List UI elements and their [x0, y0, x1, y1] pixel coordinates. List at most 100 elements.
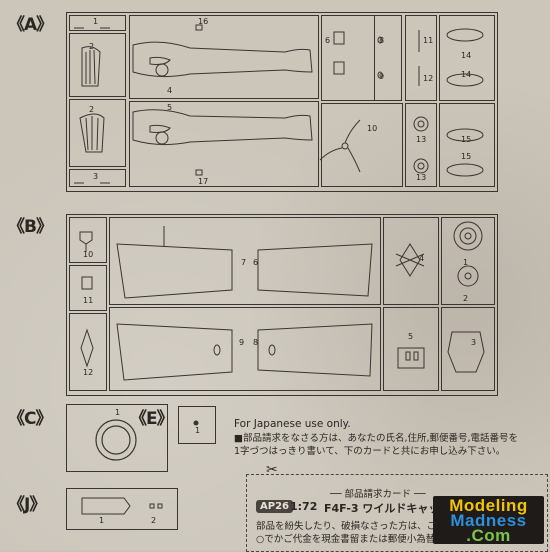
part-number: 10 — [367, 124, 378, 133]
small-part — [79, 231, 93, 252]
scissors-icon: ✂ — [266, 462, 278, 478]
part-cell — [69, 265, 107, 311]
kit-scale: 1:72 — [290, 500, 318, 513]
sprue-c-frame: 1 — [66, 404, 168, 472]
wing-cell-upper — [109, 217, 381, 305]
part-number: 12 — [83, 368, 94, 377]
fuselage-half — [132, 109, 313, 146]
sprue-b-frame: 10 11 12 7 6 9 8 4 5 1 2 3 — [66, 214, 498, 396]
part-number: 9 — [239, 338, 245, 347]
wing-half — [257, 243, 373, 297]
part-number: 1 — [463, 258, 469, 267]
part-number: 1 — [93, 17, 99, 26]
canopy-part — [446, 73, 484, 87]
section-c-label: 《C》 — [8, 409, 52, 429]
notice-jp-line3: 部品を紛失したり、破損なさった方は、このカー — [256, 521, 465, 532]
part-number: 13 — [416, 135, 427, 144]
part-cell — [69, 33, 126, 97]
engine-cell — [441, 217, 495, 305]
notice-english: For Japanese use only. — [234, 418, 351, 430]
wing-cell-lower — [109, 307, 381, 391]
logo-line-2: Madness — [450, 511, 527, 530]
part-number: 6 — [253, 258, 259, 267]
kit-code-badge: AP26 — [256, 500, 293, 513]
part-number: 4 — [167, 86, 173, 95]
notice-jp-line2: 1字づつはっきり書いて、下のカードと共にお申し込み下さい。 — [234, 446, 506, 457]
part-number: 1 — [195, 426, 201, 435]
logo-line-3: .Com — [466, 526, 511, 545]
part-cell — [441, 307, 495, 391]
part-number: 3 — [471, 338, 477, 347]
fuselage-half — [132, 41, 313, 78]
part-number: 2 — [151, 516, 157, 525]
part-number: 14 — [461, 51, 472, 60]
small-part — [81, 276, 93, 290]
wheel-part — [413, 158, 429, 174]
logo-line-1: Modeling — [449, 496, 528, 515]
part-number: 5 — [408, 332, 414, 341]
engine-part — [457, 265, 479, 287]
engine-part — [453, 221, 483, 251]
part-number: 11 — [83, 296, 94, 305]
card-title: ── 部品請求カード ── — [330, 489, 426, 500]
part-number: 7 — [241, 258, 247, 267]
propeller-cell — [321, 103, 403, 187]
part-number: 13 — [416, 173, 427, 182]
part-cell — [69, 15, 126, 31]
section-j-label: 《J》 — [8, 495, 46, 515]
part-number: 4 — [419, 254, 425, 263]
canopy-part — [446, 163, 484, 177]
part-number: 15 — [461, 152, 472, 161]
part-number: 15 — [461, 135, 472, 144]
wing-half — [116, 323, 233, 381]
notice-jp-line4: ○でかご代金を現金書留または郵便小為替 — [256, 534, 436, 545]
sprue-e-frame: 1 — [178, 406, 216, 444]
part-number: 8 — [253, 338, 259, 347]
part-number: 5 — [167, 103, 173, 112]
canopy-cell — [439, 103, 495, 187]
part-number: 3 — [93, 172, 99, 181]
wing-half — [116, 243, 233, 299]
fuselage-left-cell — [129, 15, 319, 99]
part-number: 11 — [423, 36, 434, 45]
part-cell — [69, 217, 107, 263]
section-e-label: 《E》 — [130, 409, 174, 429]
part-number: 2 — [463, 294, 469, 303]
tail-fin-part — [79, 113, 105, 153]
part-cell — [69, 313, 107, 391]
part-cell — [405, 103, 437, 187]
wing-half — [257, 323, 373, 377]
canopy-cell — [439, 15, 495, 101]
part-cell — [321, 15, 402, 101]
notice-jp-line1: ■部品請求をなさる方は、あなたの氏名,住所,郵便番号,電話番号を — [234, 433, 519, 444]
fuselage-right-cell — [129, 101, 319, 187]
part-number: 1 — [115, 408, 121, 417]
sprue-j-frame: 1 2 — [66, 488, 178, 530]
tail-fin-part — [81, 46, 101, 87]
part-number: 6 — [325, 36, 331, 45]
part-cell — [383, 217, 439, 305]
part-number: 1 — [99, 516, 105, 525]
canopy-part — [446, 28, 484, 42]
part-cell — [69, 99, 126, 167]
section-a-label: 《A》 — [8, 15, 53, 35]
part-cell — [383, 307, 439, 391]
small-part — [80, 328, 94, 368]
engine-cowl-part — [95, 419, 137, 461]
part-cell — [69, 169, 126, 187]
clear-part — [81, 497, 131, 515]
kit-name: F4F-3 ワイルドキャット — [324, 502, 451, 515]
landing-gear-part — [447, 331, 485, 373]
section-b-label: 《B》 — [8, 217, 53, 237]
part-number: 2 — [89, 105, 95, 114]
part-number: 17 — [198, 177, 209, 186]
wheel-part — [413, 116, 429, 132]
canopy-part — [446, 128, 484, 142]
part-number: 16 — [198, 17, 209, 26]
part-number: 10 — [83, 250, 94, 259]
part-cell — [405, 15, 437, 101]
